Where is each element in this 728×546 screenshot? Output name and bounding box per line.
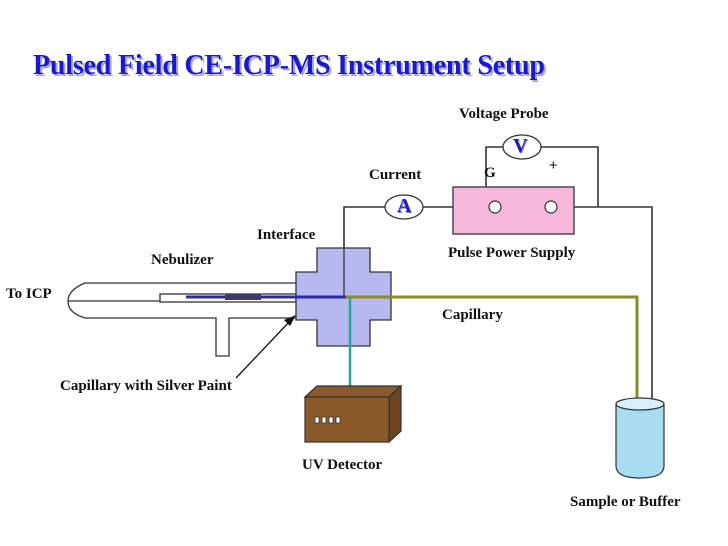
uv-detector-buttons <box>314 416 341 424</box>
to-icp-label: To ICP <box>6 286 52 302</box>
capillary-silver-paint-label: Capillary with Silver Paint <box>60 378 232 394</box>
uv-detector-top <box>303 385 403 398</box>
silver-paint-arrowhead <box>284 315 296 326</box>
electrical-wires <box>343 146 653 446</box>
page-title: Pulsed Field CE-ICP-MS Instrument Setup <box>33 50 545 81</box>
ground-terminal-knob <box>488 200 502 214</box>
positive-terminal-label: + <box>549 158 558 174</box>
vial-outline <box>615 404 665 479</box>
supply-to-vial-wire <box>574 206 653 446</box>
voltage-probe-label: Voltage Probe <box>459 106 549 122</box>
voltmeter-symbol: V <box>513 135 528 157</box>
silver-paint-dark <box>225 294 261 300</box>
vial-liquid <box>616 404 664 478</box>
nebulizer <box>67 282 297 357</box>
ammeter <box>384 194 424 220</box>
interface-label: Interface <box>257 227 316 243</box>
capillary-label: Capillary <box>442 307 503 323</box>
vial-rim <box>615 397 665 411</box>
ammeter-symbol: A <box>397 195 412 217</box>
sample-vial <box>615 397 665 479</box>
sample-or-buffer-label: Sample or Buffer <box>570 494 681 510</box>
ground-terminal-label: G <box>484 165 496 181</box>
uv-detector <box>303 384 403 444</box>
silver-paint-pointer <box>235 319 292 379</box>
current-label: Current <box>369 167 422 183</box>
capillary-line <box>346 295 639 436</box>
uv-detector-label: UV Detector <box>302 457 383 473</box>
nebulizer-label: Nebulizer <box>151 252 214 268</box>
ammeter-to-interface-wire <box>343 206 385 250</box>
positive-terminal-knob <box>544 200 558 214</box>
voltage-probe-wire <box>485 146 599 207</box>
voltmeter <box>502 134 542 160</box>
pulse-power-supply-label: Pulse Power Supply <box>448 245 576 261</box>
